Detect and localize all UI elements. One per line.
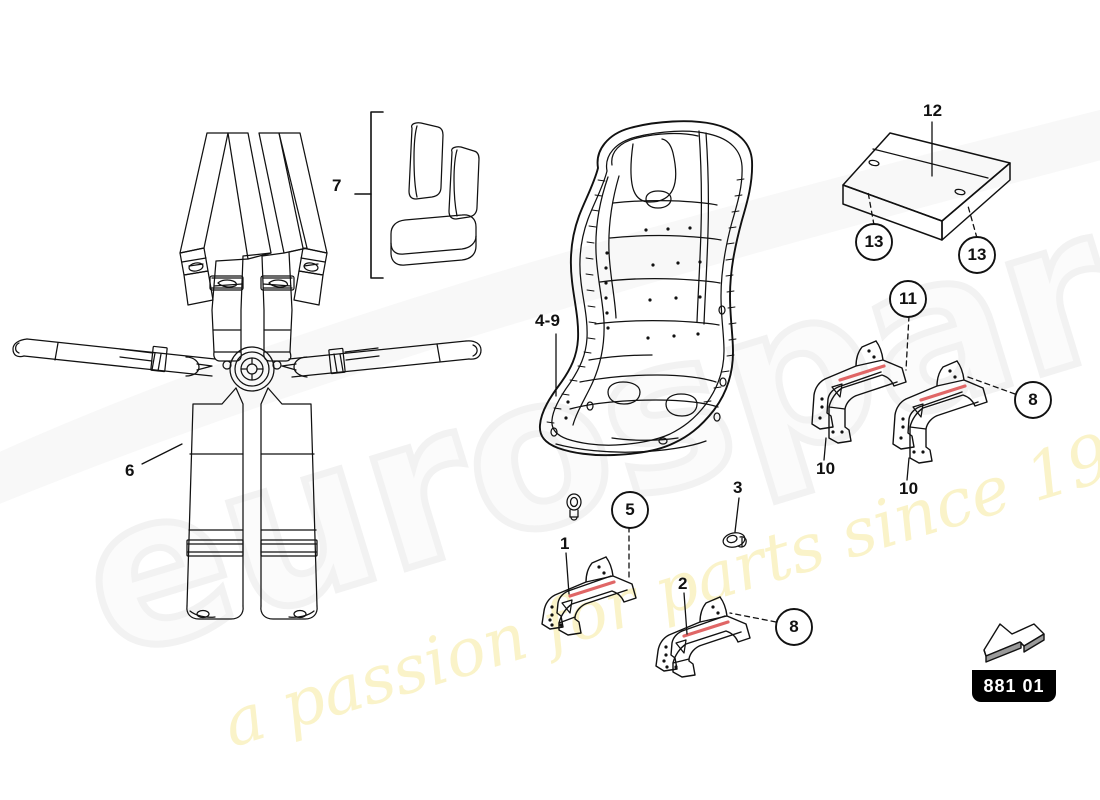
callout-label-4-9: 4-9 [535,311,561,330]
part-3-washer [722,532,747,548]
callout-label-12: 12 [923,101,943,120]
group-number-text: 881 01 [972,670,1056,702]
part-6-harness [12,132,482,620]
group-number-badge: 881 01 [972,612,1056,702]
callout-circle-11: 11 [899,289,917,308]
callout-label-6: 6 [125,461,135,480]
part-12-base-plate [842,132,1011,241]
leader-lines [141,121,1016,635]
part-4-9-seat-shell [539,120,754,457]
callout-label-3: 3 [733,478,743,497]
part-1-seat-bracket [541,556,637,636]
callout-label-7: 7 [332,176,342,195]
part-2-seat-bracket [655,596,751,678]
callout-label-10-b: 10 [899,479,919,498]
part-10-rail-bracket-b [892,360,988,464]
part-7-pad-set [354,111,480,279]
part-10-rail-bracket-a [811,340,907,444]
seat-group-icon [972,612,1056,670]
callout-label-2: 2 [678,574,688,593]
part-5-eyelet-bolt [566,493,582,521]
callout-circle-13-a: 13 [864,232,884,251]
callout-circle-5: 5 [625,500,635,519]
callout-label-10-a: 10 [816,459,836,478]
callout-label-1: 1 [560,534,570,553]
callout-circle-8-a: 8 [1028,390,1038,409]
callout-circles [611,223,1052,646]
callout-circle-13-b: 13 [967,245,987,264]
callout-circle-8-b: 8 [789,617,799,636]
